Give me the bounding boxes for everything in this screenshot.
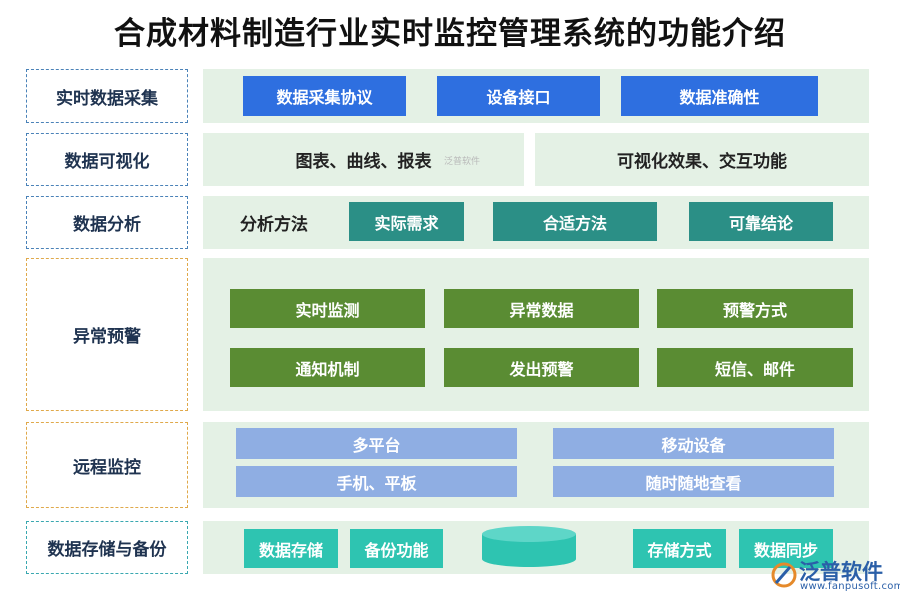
collect-item-interface: 设备接口: [437, 76, 600, 116]
alarm-item-send: 发出预警: [444, 348, 639, 387]
storage-item-method: 存储方式: [633, 529, 726, 568]
analysis-item-method: 合适方法: [493, 202, 657, 241]
alarm-item-abnormal: 异常数据: [444, 289, 639, 328]
storage-item-backup: 备份功能: [350, 529, 443, 568]
analysis-item-needs: 实际需求: [349, 202, 464, 241]
alarm-item-notify: 通知机制: [230, 348, 425, 387]
panel-visual-right: [535, 133, 869, 186]
collect-item-protocol: 数据采集协议: [243, 76, 406, 116]
analysis-item-conclusion: 可靠结论: [689, 202, 833, 241]
analysis-heading: 分析方法: [240, 215, 308, 235]
visual-item-charts: 图表、曲线、报表: [295, 152, 432, 172]
row-label-analysis: 数据分析: [26, 196, 188, 249]
collect-item-accuracy: 数据准确性: [621, 76, 818, 116]
panel-alarm: [203, 258, 869, 411]
storage-item-sync: 数据同步: [739, 529, 833, 568]
row-label-remote: 远程监控: [26, 422, 188, 508]
remote-item-platform: 多平台: [236, 428, 517, 459]
visual-item-effects: 可视化效果、交互功能: [617, 152, 787, 172]
page-title: 合成材料制造行业实时监控管理系统的功能介绍: [114, 16, 786, 52]
alarm-item-sms: 短信、邮件: [657, 348, 853, 387]
database-icon: [482, 526, 576, 567]
alarm-item-monitor: 实时监测: [230, 289, 425, 328]
alarm-item-method: 预警方式: [657, 289, 853, 328]
storage-item-store: 数据存储: [244, 529, 338, 568]
remote-item-phone: 手机、平板: [236, 466, 517, 497]
row-label-visual: 数据可视化: [26, 133, 188, 186]
brand-url: www.fanpusoft.com: [800, 581, 900, 592]
remote-item-anywhere: 随时随地查看: [553, 466, 834, 497]
brand-logo-icon: [771, 562, 797, 588]
brand-name: 泛普软件: [799, 560, 883, 584]
row-label-storage: 数据存储与备份: [26, 521, 188, 574]
row-label-alarm: 异常预警: [26, 258, 188, 411]
row-label-collect: 实时数据采集: [26, 69, 188, 123]
panel-visual-left: [203, 133, 524, 186]
remote-item-mobile: 移动设备: [553, 428, 834, 459]
inline-watermark: 泛普软件: [444, 157, 481, 167]
